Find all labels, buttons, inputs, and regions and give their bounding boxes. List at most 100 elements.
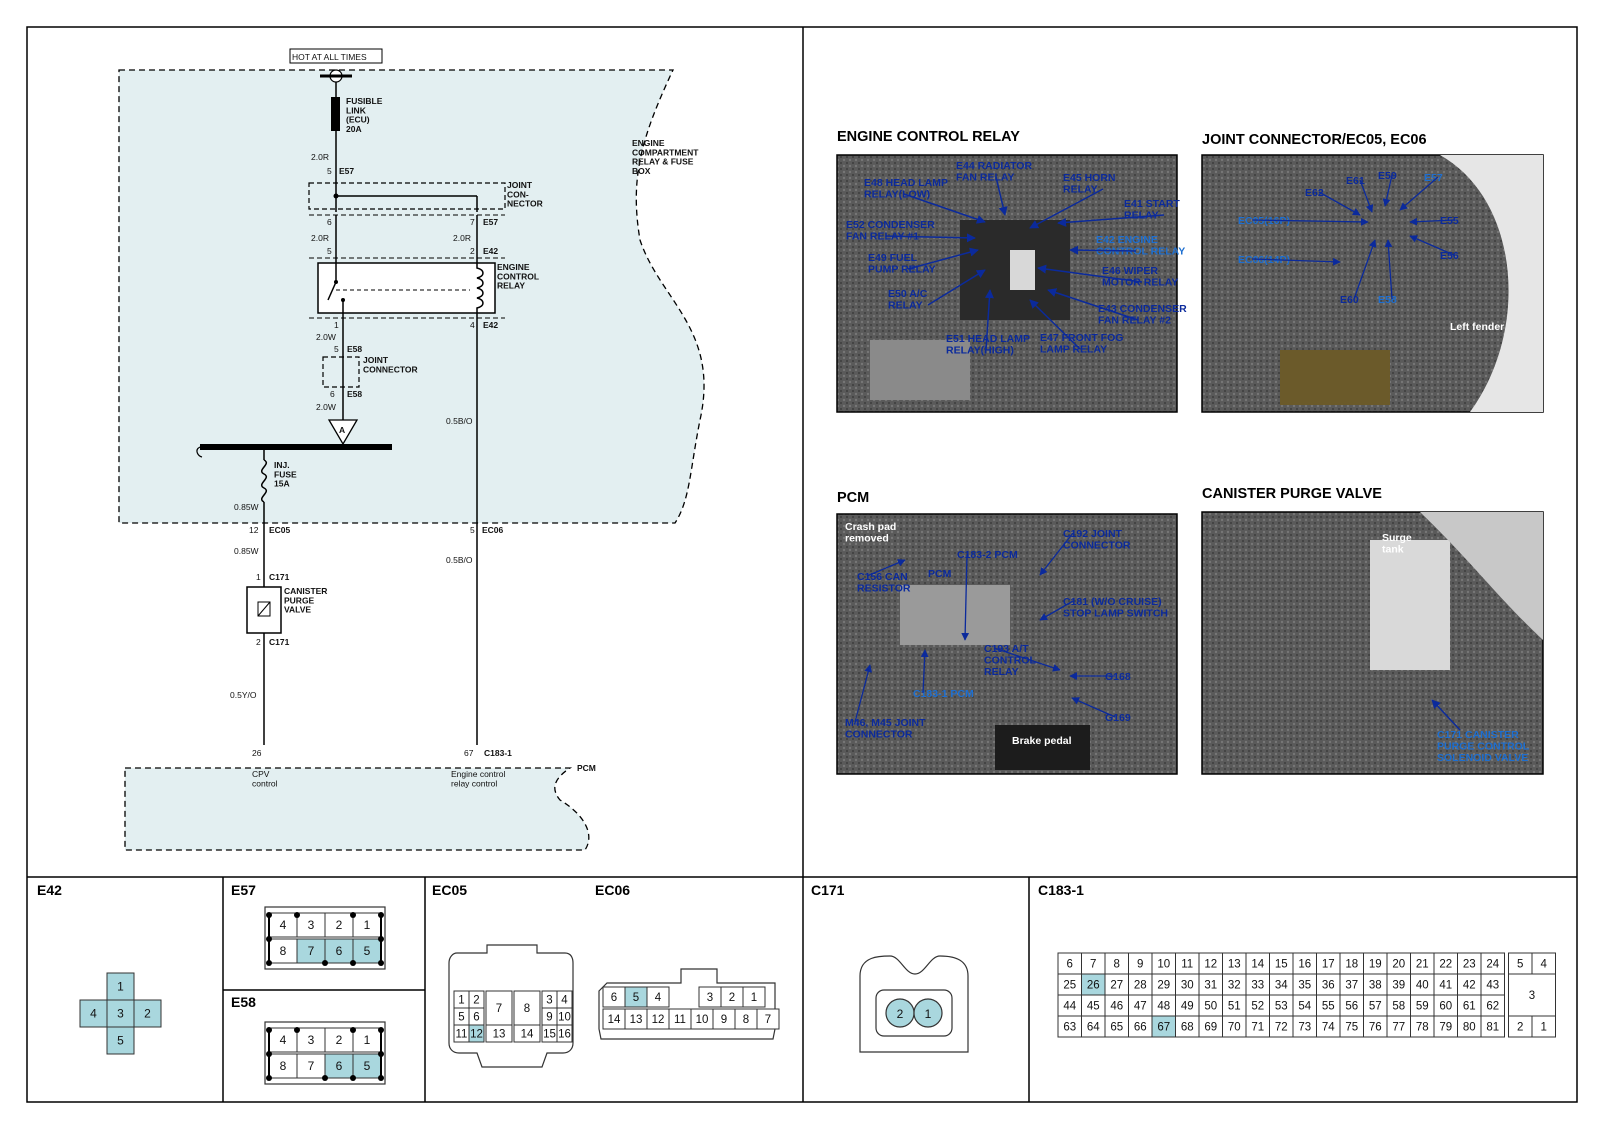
callout-arrow	[995, 176, 1008, 216]
inj-fuse	[261, 459, 267, 503]
connector-pin: 15	[1269, 952, 1294, 975]
connector-pin: 7	[296, 938, 326, 964]
svg-text:2: 2	[473, 995, 479, 1007]
connector-pin: 69	[1198, 1015, 1223, 1038]
connector-pin: 13	[485, 1024, 513, 1043]
photo-callout: C183-1 PCM	[913, 688, 974, 700]
svg-text:4: 4	[655, 992, 662, 1004]
connector-pin: 24	[1480, 952, 1505, 975]
connector-pin: 5	[106, 1026, 135, 1055]
connector-label: EC06	[482, 525, 504, 535]
hot-label: HOT AT ALL TIMES	[292, 52, 367, 62]
connector-pin: 34	[1269, 973, 1294, 996]
connector-pin: 2	[324, 1027, 354, 1053]
connector-pin: 4	[268, 1027, 298, 1053]
photo-callout: EC05(16P)	[1238, 215, 1290, 227]
connector-pin: 10	[556, 1007, 573, 1026]
connector-pin: 14	[602, 1008, 626, 1030]
connector-pin: 20	[1386, 952, 1411, 975]
connector-pin: 53	[1269, 994, 1294, 1017]
svg-text:35: 35	[1298, 980, 1311, 992]
callout-arrow	[1069, 245, 1137, 255]
connector-label: E57	[483, 217, 498, 227]
svg-text:37: 37	[1345, 980, 1358, 992]
connector-pin: 70	[1222, 1015, 1247, 1038]
svg-text:1: 1	[458, 995, 464, 1007]
connector-pin: 23	[1457, 952, 1482, 975]
connector-pin: 12	[1198, 952, 1223, 975]
svg-text:7: 7	[496, 1003, 502, 1015]
connector-pin: 16	[556, 1024, 573, 1043]
svg-text:1: 1	[364, 1033, 371, 1047]
callout-arrow	[1251, 257, 1341, 266]
connector-pin: 3	[698, 986, 722, 1008]
callout-arrow	[1037, 264, 1143, 283]
callout-arrow	[1071, 697, 1116, 718]
connector-pin: 3	[296, 912, 326, 938]
callout-arrow	[1318, 191, 1361, 216]
photo-callout: G168	[1105, 671, 1131, 683]
connector-pin: 14	[1245, 952, 1270, 975]
connector-pin: 5	[624, 986, 648, 1008]
connector-pin: 2	[885, 998, 915, 1028]
callout-arrow	[1382, 174, 1393, 207]
svg-text:78: 78	[1416, 1022, 1429, 1034]
connector-pin: 80	[1457, 1015, 1482, 1038]
connector-pin: 68	[1175, 1015, 1200, 1038]
connector-pin: 47	[1128, 994, 1153, 1017]
svg-text:7: 7	[308, 944, 315, 958]
connector-pin: 4	[268, 912, 298, 938]
connector-label: E58	[347, 389, 362, 399]
svg-text:1: 1	[751, 992, 757, 1004]
svg-text:16: 16	[558, 1029, 571, 1041]
wire-label: 0.5Y/O	[230, 690, 257, 700]
svg-text:1: 1	[117, 980, 124, 994]
svg-text:5: 5	[364, 1059, 371, 1073]
photo-callout: E56	[1440, 250, 1459, 262]
svg-text:7: 7	[308, 1059, 315, 1073]
svg-text:61: 61	[1463, 1001, 1476, 1013]
wire-label: 0.85W	[234, 502, 259, 512]
connector-pin: 1	[913, 998, 943, 1028]
svg-text:13: 13	[1228, 959, 1241, 971]
callout-arrow	[1039, 600, 1074, 621]
pin-label: 67	[464, 748, 474, 758]
connector-pin: 8	[268, 1053, 298, 1079]
connector-pin: 45	[1081, 994, 1106, 1017]
svg-text:2: 2	[1517, 1022, 1523, 1034]
svg-text:11: 11	[674, 1014, 686, 1026]
connector-pin: 51	[1222, 994, 1247, 1017]
pin-label: 4	[470, 320, 475, 330]
wire-label: 2.0W	[316, 332, 336, 342]
callout-arrow	[920, 649, 929, 694]
svg-text:4: 4	[1541, 959, 1548, 971]
connector-pin: 13	[624, 1008, 648, 1030]
connector-pin: 65	[1104, 1015, 1129, 1038]
svg-text:43: 43	[1486, 980, 1499, 992]
svg-text:47: 47	[1134, 1001, 1147, 1013]
callout-arrow	[1409, 217, 1455, 226]
joint-connector-e57	[308, 182, 506, 210]
svg-text:80: 80	[1463, 1022, 1476, 1034]
svg-text:57: 57	[1369, 1001, 1382, 1013]
callout-arrow	[1431, 699, 1461, 731]
photo-callout: E57	[1424, 172, 1443, 184]
svg-text:63: 63	[1063, 1022, 1076, 1034]
connector-pin: 77	[1386, 1015, 1411, 1038]
pcm-region	[124, 767, 590, 851]
svg-text:30: 30	[1181, 980, 1194, 992]
callout-arrow	[1359, 179, 1374, 213]
connector-pin: 1	[352, 1027, 382, 1053]
connector-pin: 60	[1433, 994, 1458, 1017]
svg-text:23: 23	[1463, 959, 1476, 971]
svg-text:2: 2	[336, 1033, 343, 1047]
photo-callout: E55	[1440, 215, 1459, 227]
connector-pin: 74	[1316, 1015, 1341, 1038]
callout-arrow	[1047, 288, 1139, 321]
svg-text:8: 8	[1114, 959, 1120, 971]
svg-text:44: 44	[1063, 1001, 1076, 1013]
svg-text:27: 27	[1110, 980, 1123, 992]
